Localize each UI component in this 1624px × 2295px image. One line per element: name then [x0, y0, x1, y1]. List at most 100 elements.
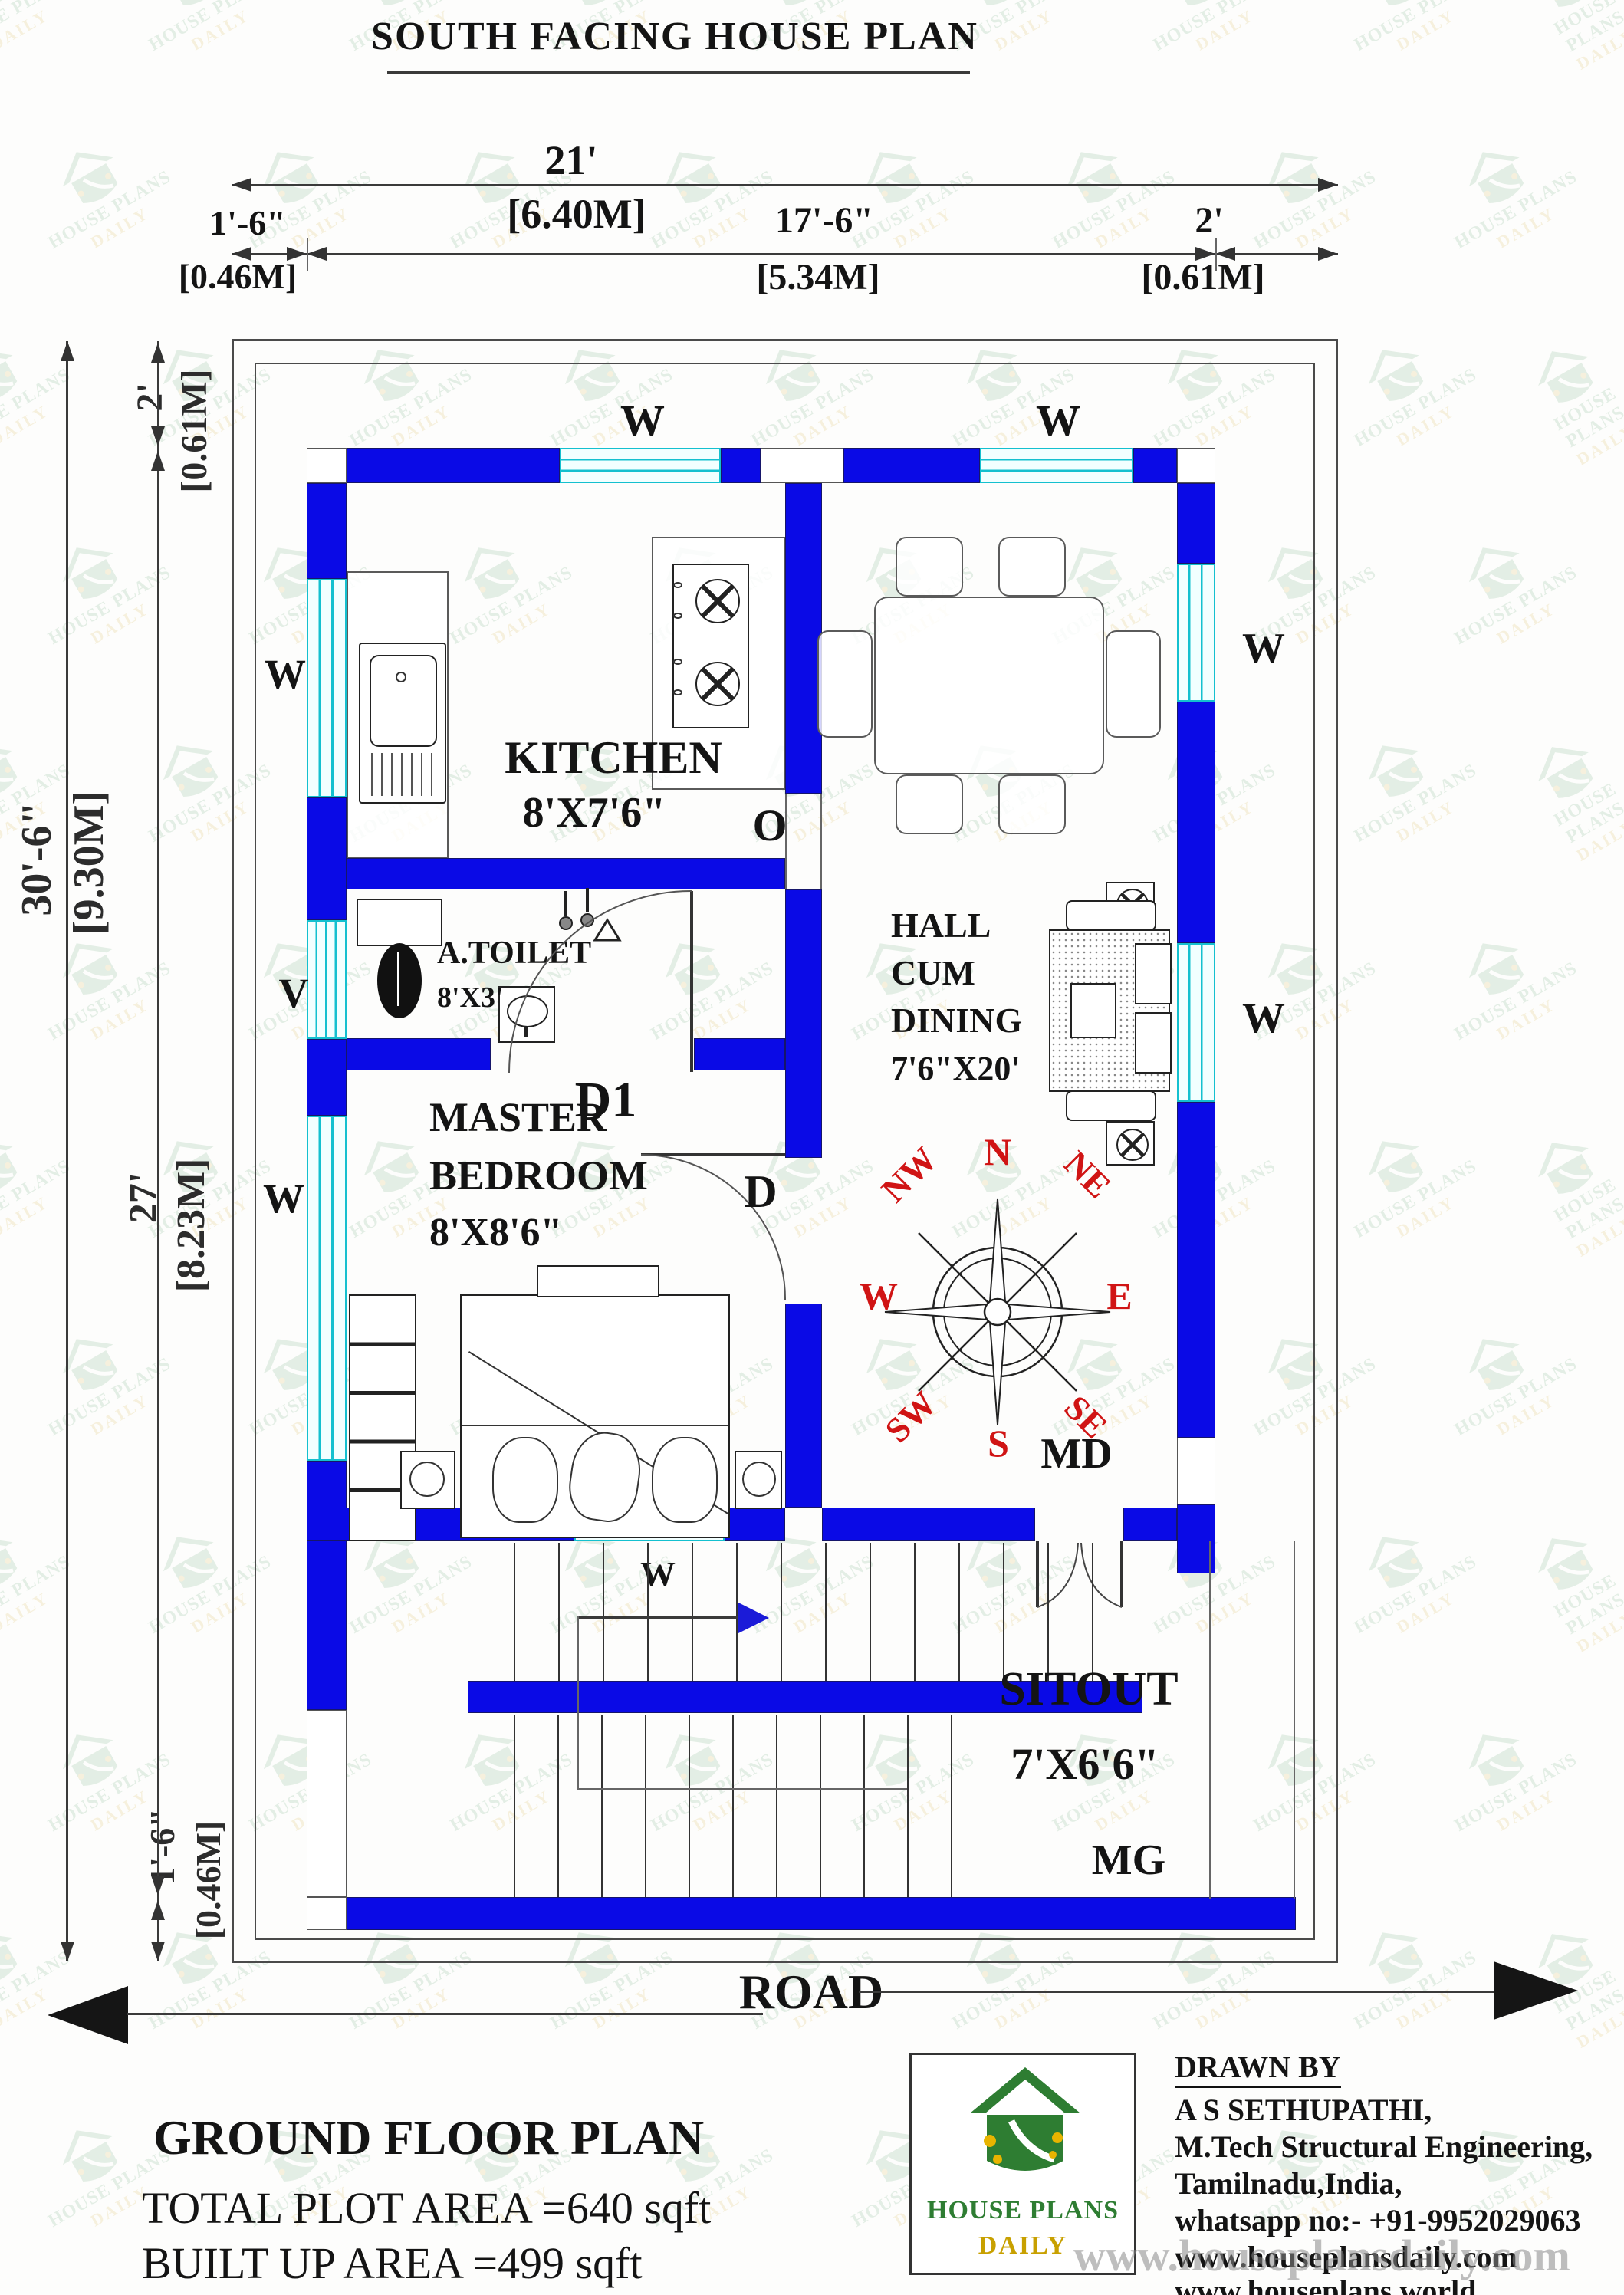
logo-text-line2: DAILY [978, 2231, 1068, 2260]
plan-name: GROUND FLOOR PLAN [153, 2110, 705, 2165]
sitout-edge [1294, 1541, 1295, 1899]
kitchen-toilet-wall [347, 858, 785, 889]
dim-house-width-m: [5.34M] [756, 257, 880, 298]
drawn-by-line: M.Tech Structural Engineering, [1175, 2129, 1593, 2164]
arrow-up-icon [151, 1900, 165, 1920]
dim-left-offset-ft: 1'-6" [209, 203, 286, 242]
wall-segment [725, 1508, 785, 1541]
main-gate-label: MG [1091, 1836, 1166, 1884]
stair-tread-line [514, 1543, 515, 1681]
wall-segment [1177, 1504, 1215, 1573]
stair-tread-line [825, 1543, 827, 1681]
compass-e: E [1106, 1274, 1133, 1317]
stair-tread-line [732, 1715, 734, 1897]
stair-tread-line [1092, 1543, 1093, 1681]
dining-chair [896, 537, 963, 597]
main-door-arcs [1036, 1541, 1123, 1608]
stair-tread-line [1003, 1543, 1004, 1681]
wall-segment-open [307, 1710, 347, 1897]
dining-chair [817, 630, 873, 738]
drawn-by-heading: DRAWN BY [1175, 2052, 1341, 2088]
stair-tread-line [601, 1715, 603, 1897]
compass-rose-icon [884, 1198, 1111, 1425]
bed-headboard [537, 1265, 659, 1297]
built-area-text: BUILT UP AREA =499 sqft [142, 2238, 643, 2288]
wall-segment [1177, 483, 1215, 564]
plot-area-text: TOTAL PLOT AREA =640 sqft [142, 2183, 712, 2233]
wall-column [761, 448, 843, 483]
hall-name-line2: CUM [891, 953, 975, 992]
stair-tread-line [914, 1543, 916, 1681]
wall-corner [1177, 448, 1215, 483]
opening-label: O [752, 801, 787, 850]
arrow-up-icon [151, 451, 165, 471]
stair-tread-line [692, 1543, 693, 1681]
road-arrow-right-icon [1494, 1961, 1578, 2020]
dining-chair [896, 774, 963, 834]
sofa-armrest [1066, 1090, 1156, 1121]
stair-tread-line [736, 1543, 738, 1681]
dining-chair [998, 537, 1066, 597]
window-label: W [1036, 396, 1080, 446]
arrow-left-icon [232, 178, 251, 192]
dim-tick [1215, 238, 1217, 271]
bedside-table [400, 1451, 455, 1509]
arrow-down-icon [151, 426, 165, 446]
dining-chair [1106, 630, 1161, 738]
stair-tread-line [603, 1543, 604, 1681]
drawn-by-line: A S SETHUPATHI, [1175, 2093, 1432, 2127]
toilet-bedroom-wall [347, 1038, 491, 1070]
sitout-edge [1209, 1541, 1211, 1899]
drawn-by-line: www.houseplans.world [1175, 2274, 1477, 2295]
wall-segment [307, 1039, 347, 1116]
dim-tick [307, 238, 308, 271]
hall-name-line3: DINING [891, 1001, 1023, 1040]
stair-tread-line [689, 1715, 690, 1897]
wall-segment [1133, 448, 1177, 483]
pillow [492, 1437, 558, 1523]
sitout-size: 7'X6'6" [1011, 1739, 1159, 1789]
arrow-right-icon [1318, 247, 1338, 261]
plot-boundary-inner [255, 363, 1315, 1940]
door-label: D [744, 1166, 777, 1217]
dim-line-total-width [232, 184, 1338, 186]
sofa-side-table [1106, 1121, 1155, 1166]
sofa-cushion [1135, 1012, 1172, 1074]
wall-segment [347, 1897, 1296, 1930]
window [560, 448, 721, 483]
toilet-name: A.TOILET [437, 935, 592, 971]
door1-label: D1 [574, 1072, 637, 1128]
arrow-down-icon [61, 1942, 74, 1961]
dim-right-offset-ft: 2' [1195, 200, 1224, 241]
window-label: W [1242, 995, 1285, 1042]
house-logo-icon [970, 2067, 1080, 2171]
arrow-left-icon [307, 247, 327, 261]
arrow-left-icon [1215, 247, 1235, 261]
toilet-wc [377, 943, 422, 1018]
wall-segment [785, 889, 822, 1158]
wall-corner [307, 448, 347, 483]
wall-segment-open [1177, 1438, 1215, 1504]
stair-tread-line [557, 1715, 559, 1897]
hall-size: 7'6"X20' [891, 1050, 1021, 1087]
dim-house-width-ft: 17'-6" [775, 200, 873, 241]
ventilator-window [307, 920, 347, 1039]
window [1177, 943, 1215, 1102]
page-title: SOUTH FACING HOUSE PLAN [371, 15, 978, 58]
bedroom-name-line2: BEDROOM [429, 1152, 649, 1198]
window-label: W [640, 1554, 676, 1593]
dim-line-segments [232, 253, 1338, 255]
arrow-down-icon [151, 1876, 165, 1896]
window-label: W [263, 1175, 304, 1221]
window [980, 448, 1133, 483]
dining-chair [998, 774, 1066, 834]
stair-landing-line [577, 1616, 579, 1790]
sofa-center-table [1070, 983, 1116, 1038]
stair-landing-line [577, 1788, 907, 1790]
opening-edge [820, 794, 822, 889]
drawn-by-line: www.houseplansdaily.com [1175, 2240, 1517, 2274]
stair-tread-line [776, 1715, 777, 1897]
logo-text-line1: HOUSE PLANS [927, 2196, 1119, 2224]
wall-segment [785, 1304, 822, 1508]
